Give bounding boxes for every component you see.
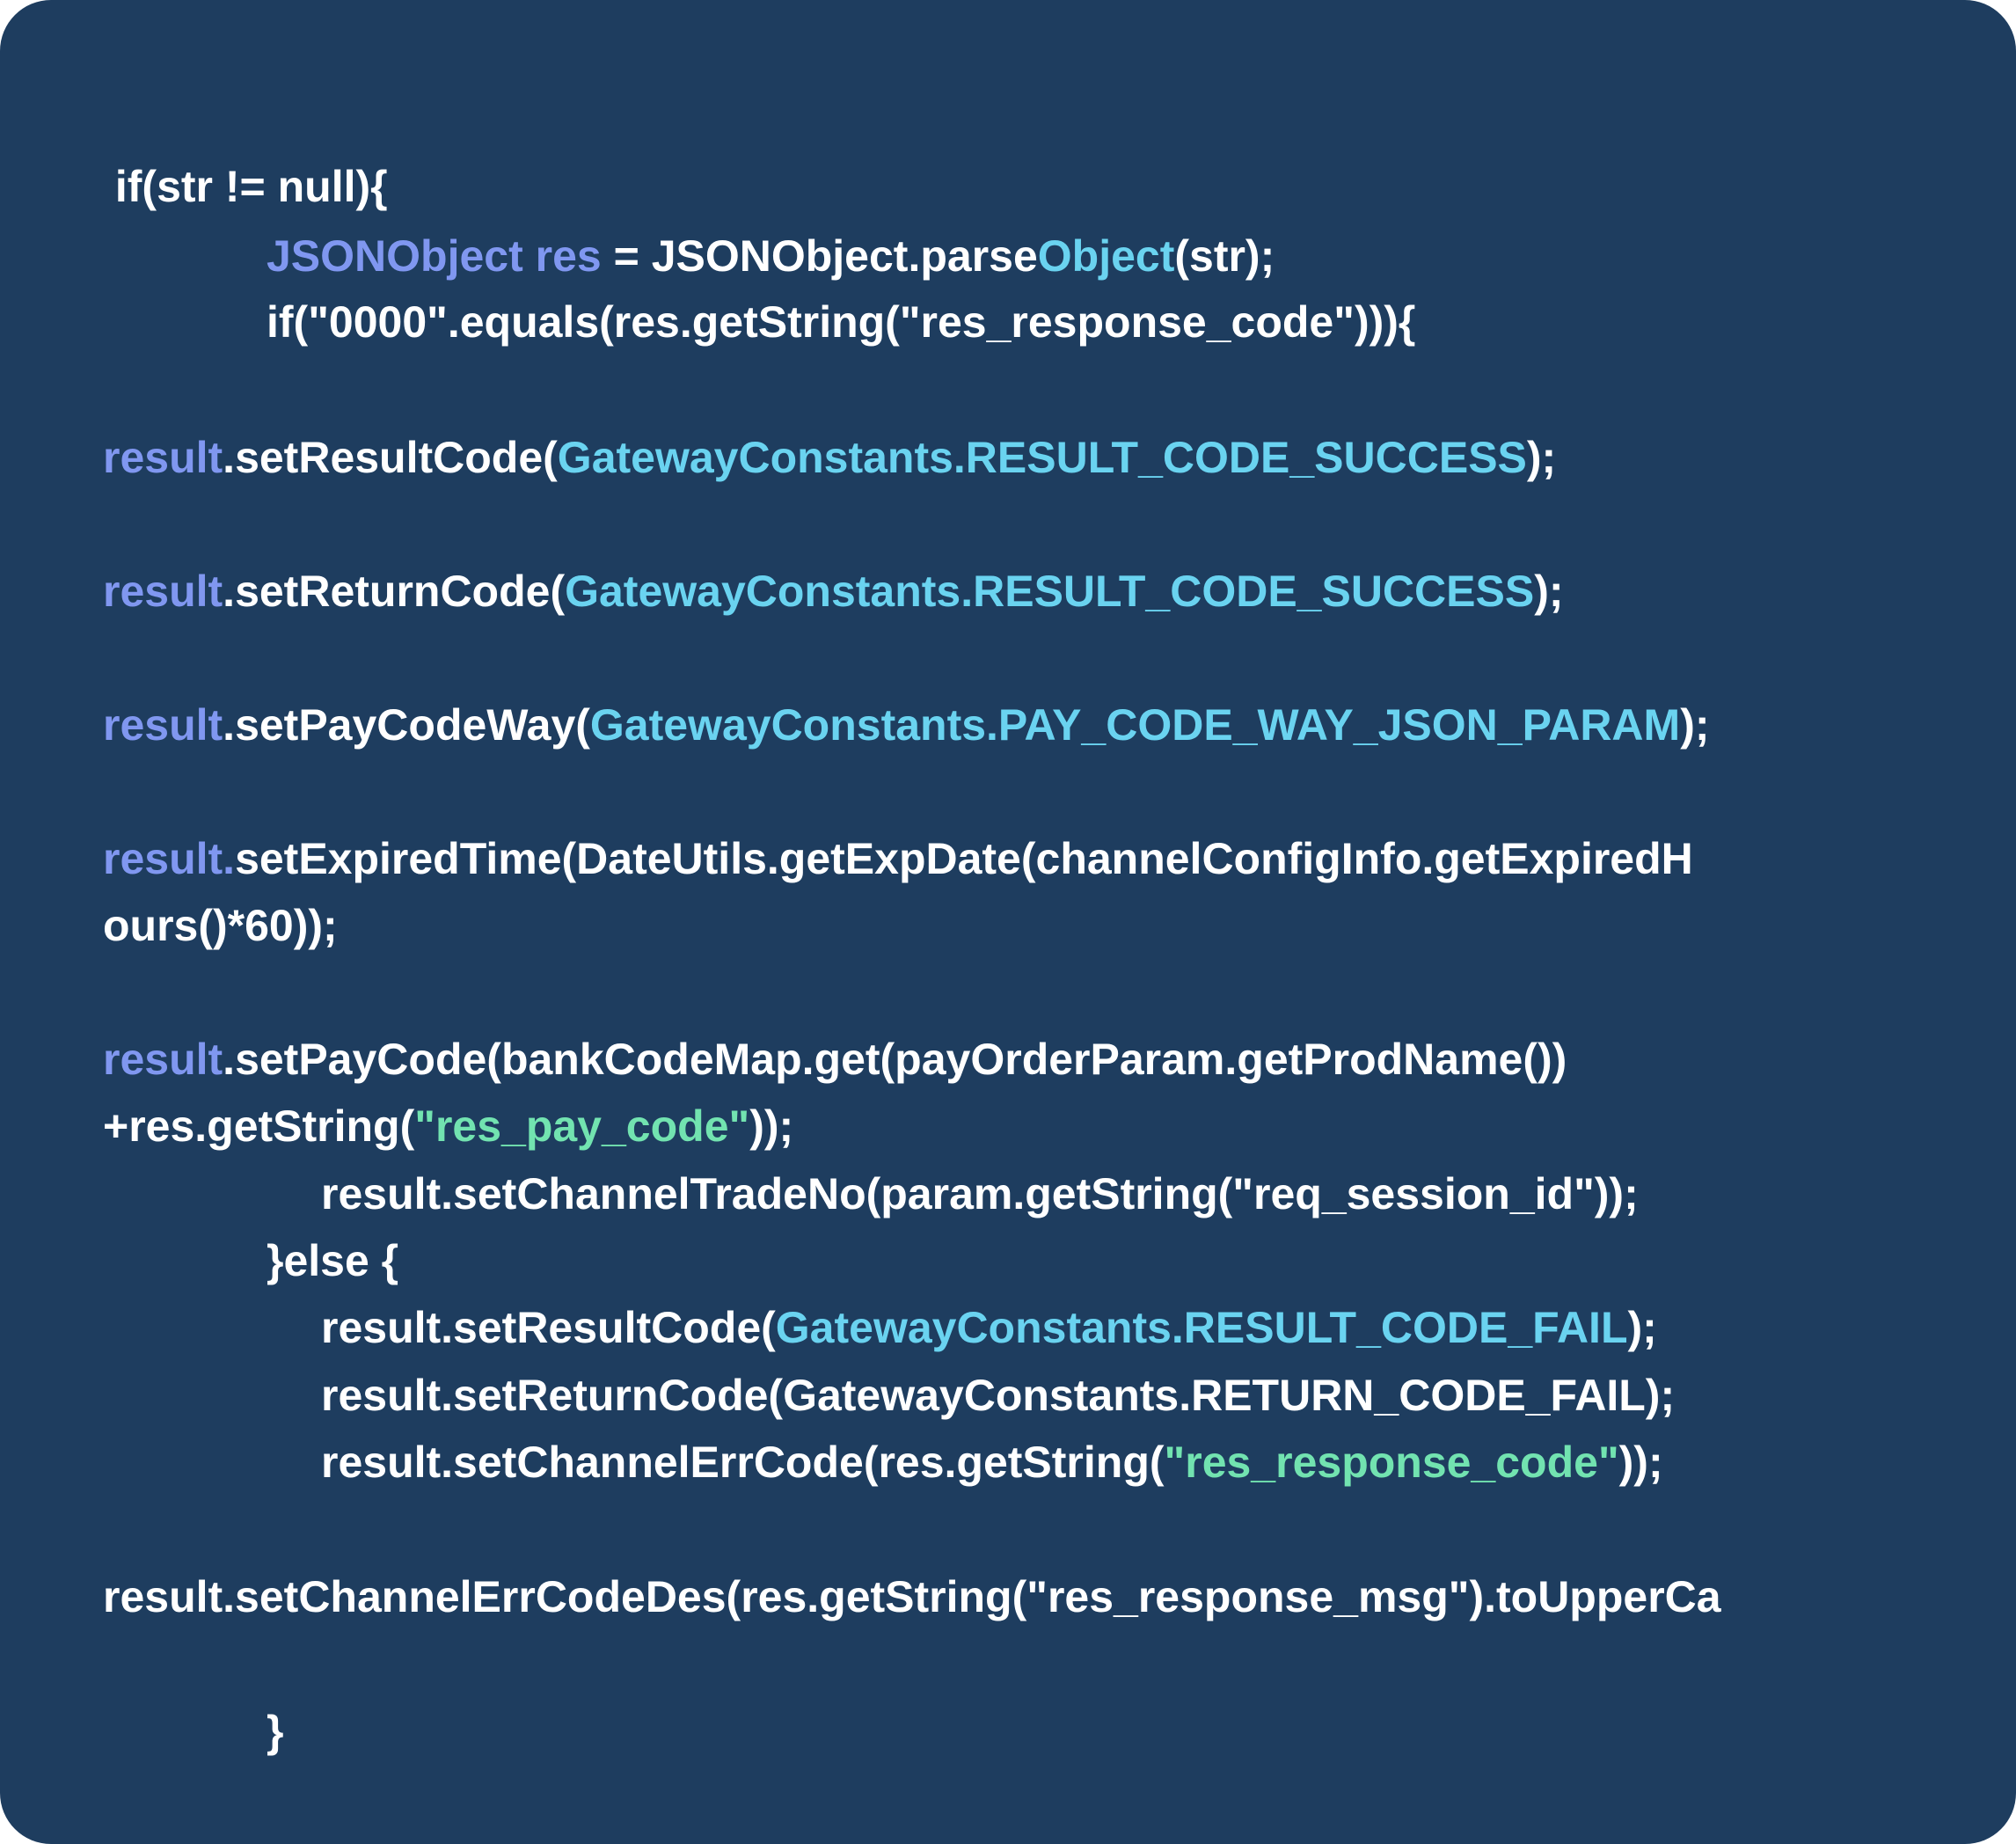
code-token-default: }else {: [267, 1236, 399, 1285]
code-token-default: ));: [1618, 1438, 1663, 1487]
code-token-default: result.setReturnCode(GatewayConstants.RE…: [321, 1371, 1676, 1420]
code-token-constant: GatewayConstants.RESULT_CODE_SUCCESS: [557, 433, 1527, 482]
code-token-default: );: [1627, 1303, 1657, 1352]
code-token-default: result.setChannelErrCode(res.getString(: [321, 1438, 1165, 1487]
code-token-constant: Object: [1037, 231, 1175, 281]
code-token-default: result.setResultCode(: [321, 1303, 776, 1352]
code-token-default: result.setChannelErrCodeDes(res.getStrin…: [103, 1572, 1721, 1621]
code-line: +res.getString("res_pay_code"));: [103, 1104, 793, 1148]
code-line: result.setChannelErrCodeDes(res.getStrin…: [103, 1575, 1721, 1619]
code-token-string: "res_response_code": [1164, 1438, 1619, 1487]
code-token-variable: result: [103, 567, 223, 616]
code-line: JSONObject res = JSONObject.parseObject(…: [267, 234, 1275, 278]
code-token-default: );: [1526, 433, 1557, 482]
code-line: }: [267, 1709, 283, 1753]
code-line: }else {: [267, 1239, 398, 1283]
code-token-default: (str);: [1174, 231, 1275, 281]
code-line: ours()*60));: [103, 904, 338, 948]
code-token-default: }: [267, 1707, 284, 1756]
code-token-default: ));: [749, 1101, 794, 1151]
code-token-variable: result: [103, 700, 223, 750]
code-line: result.setPayCodeWay(GatewayConstants.PA…: [103, 703, 1710, 747]
code-token-default: result.setChannelTradeNo(param.getString…: [321, 1169, 1639, 1218]
code-token-constant: GatewayConstants.RESULT_CODE_FAIL: [775, 1303, 1628, 1352]
code-line: if(str != null){: [103, 165, 388, 209]
code-token-default: .setPayCode(bankCodeMap.get(payOrderPara…: [223, 1035, 1567, 1084]
code-line: result.setReturnCode(GatewayConstants.RE…: [103, 569, 1564, 613]
code-token-variable: result: [103, 433, 223, 482]
code-line: result.setResultCode(GatewayConstants.RE…: [321, 1306, 1657, 1350]
code-token-default: .setPayCodeWay(: [223, 700, 590, 750]
code-token-variable: JSONObject res: [267, 231, 602, 281]
code-line: result.setChannelErrCode(res.getString("…: [321, 1440, 1663, 1484]
code-token-default: if("0000".equals(res.getString("res_resp…: [267, 297, 1416, 347]
code-token-string: "res_pay_code": [414, 1101, 750, 1151]
code-token-constant: GatewayConstants.RESULT_CODE_SUCCESS: [565, 567, 1535, 616]
code-line: result.setResultCode(GatewayConstants.RE…: [103, 435, 1556, 479]
code-token-default: .setResultCode(: [223, 433, 558, 482]
code-line: result.setChannelTradeNo(param.getString…: [321, 1172, 1639, 1216]
code-line: result.setReturnCode(GatewayConstants.RE…: [321, 1373, 1675, 1417]
code-token-default: ours()*60));: [103, 901, 338, 950]
code-line: result.setPayCode(bankCodeMap.get(payOrd…: [103, 1037, 1567, 1081]
code-token-default: if(str != null){: [103, 162, 388, 211]
code-line: if("0000".equals(res.getString("res_resp…: [267, 300, 1415, 344]
code-line: result.setExpiredTime(DateUtils.getExpDa…: [103, 837, 1693, 881]
code-token-default: setExpiredTime(DateUtils.getExpDate(chan…: [235, 834, 1693, 883]
code-token-default: .setReturnCode(: [223, 567, 566, 616]
code-token-default: );: [1680, 700, 1710, 750]
code-token-constant: GatewayConstants.PAY_CODE_WAY_JSON_PARAM: [589, 700, 1681, 750]
code-token-variable: result: [103, 1035, 223, 1084]
code-token-variable: result.: [103, 834, 236, 883]
code-token-default: +res.getString(: [103, 1101, 415, 1151]
code-token-default: = JSONObject.parse: [601, 231, 1038, 281]
code-token-default: );: [1534, 567, 1564, 616]
